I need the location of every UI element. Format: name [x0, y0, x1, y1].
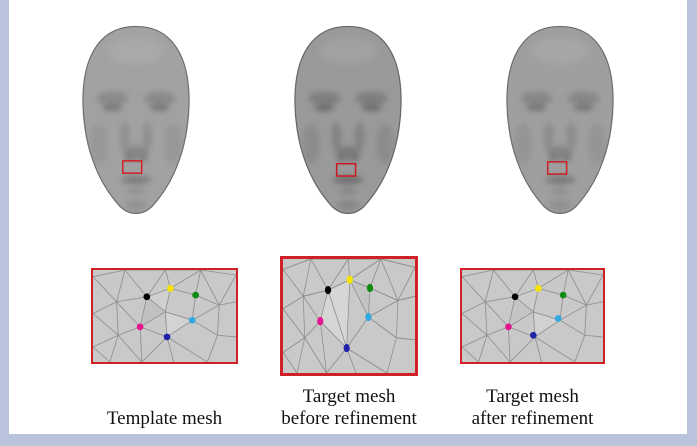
landmark-dots [317, 275, 374, 353]
landmark-dots [136, 285, 199, 341]
scan-noise-texture [506, 26, 614, 214]
caption-line: Target mesh [486, 386, 579, 407]
roi-box [546, 161, 568, 175]
mesh-facet-shading [508, 288, 560, 337]
scan-noise-texture [294, 26, 402, 214]
dot-magenta [136, 323, 144, 331]
dot-green [559, 291, 567, 299]
caption-line: before refinement [281, 408, 417, 430]
mesh-edges [462, 270, 603, 362]
dot-green [192, 291, 199, 299]
caption-line: Template mesh [106, 408, 223, 430]
dot-yellow [167, 285, 174, 292]
mesh-row [9, 256, 687, 376]
dot-magenta [317, 317, 324, 326]
mesh-background [93, 270, 236, 362]
scan-noise-texture [82, 26, 190, 214]
caption-target-before: Target mesh before refinement [280, 386, 418, 431]
target-after-face-render [506, 25, 614, 215]
mesh-graphic-before [283, 259, 415, 373]
mesh-edges [93, 270, 236, 362]
dot-navy [163, 333, 171, 341]
dot-black [511, 293, 519, 301]
dot-yellow [346, 275, 353, 284]
dot-black [324, 285, 332, 295]
dot-navy [530, 331, 537, 339]
caption-line: Target mesh [302, 386, 396, 407]
dot-yellow [534, 285, 542, 292]
captions-row: Template mesh Target mesh before refinem… [9, 386, 687, 431]
dot-black [143, 293, 151, 301]
caption-target-after: Target mesh after refinement [460, 386, 605, 431]
mesh-edges [283, 259, 415, 373]
roi-box [121, 160, 143, 174]
template-face-render [82, 25, 190, 215]
dot-magenta [505, 323, 512, 331]
mesh-background [462, 270, 603, 362]
mesh-zoom-template [91, 268, 238, 364]
mesh-facet-shading [140, 288, 193, 337]
roi-box [335, 162, 357, 177]
mesh-zoom-after [460, 268, 605, 364]
mesh-zoom-before [280, 256, 418, 376]
faces-row [9, 0, 687, 246]
dot-cyan [554, 315, 562, 322]
mesh-graphic-template [93, 270, 236, 362]
caption-template-mesh: Template mesh [91, 408, 238, 430]
mesh-graphic-after [462, 270, 603, 362]
caption-line: after refinement [471, 408, 594, 430]
dot-cyan [188, 316, 196, 324]
dot-navy [343, 343, 350, 353]
dot-cyan [365, 312, 372, 322]
dot-green [366, 283, 374, 293]
landmark-dots [505, 285, 567, 339]
target-before-face-render [294, 25, 402, 215]
